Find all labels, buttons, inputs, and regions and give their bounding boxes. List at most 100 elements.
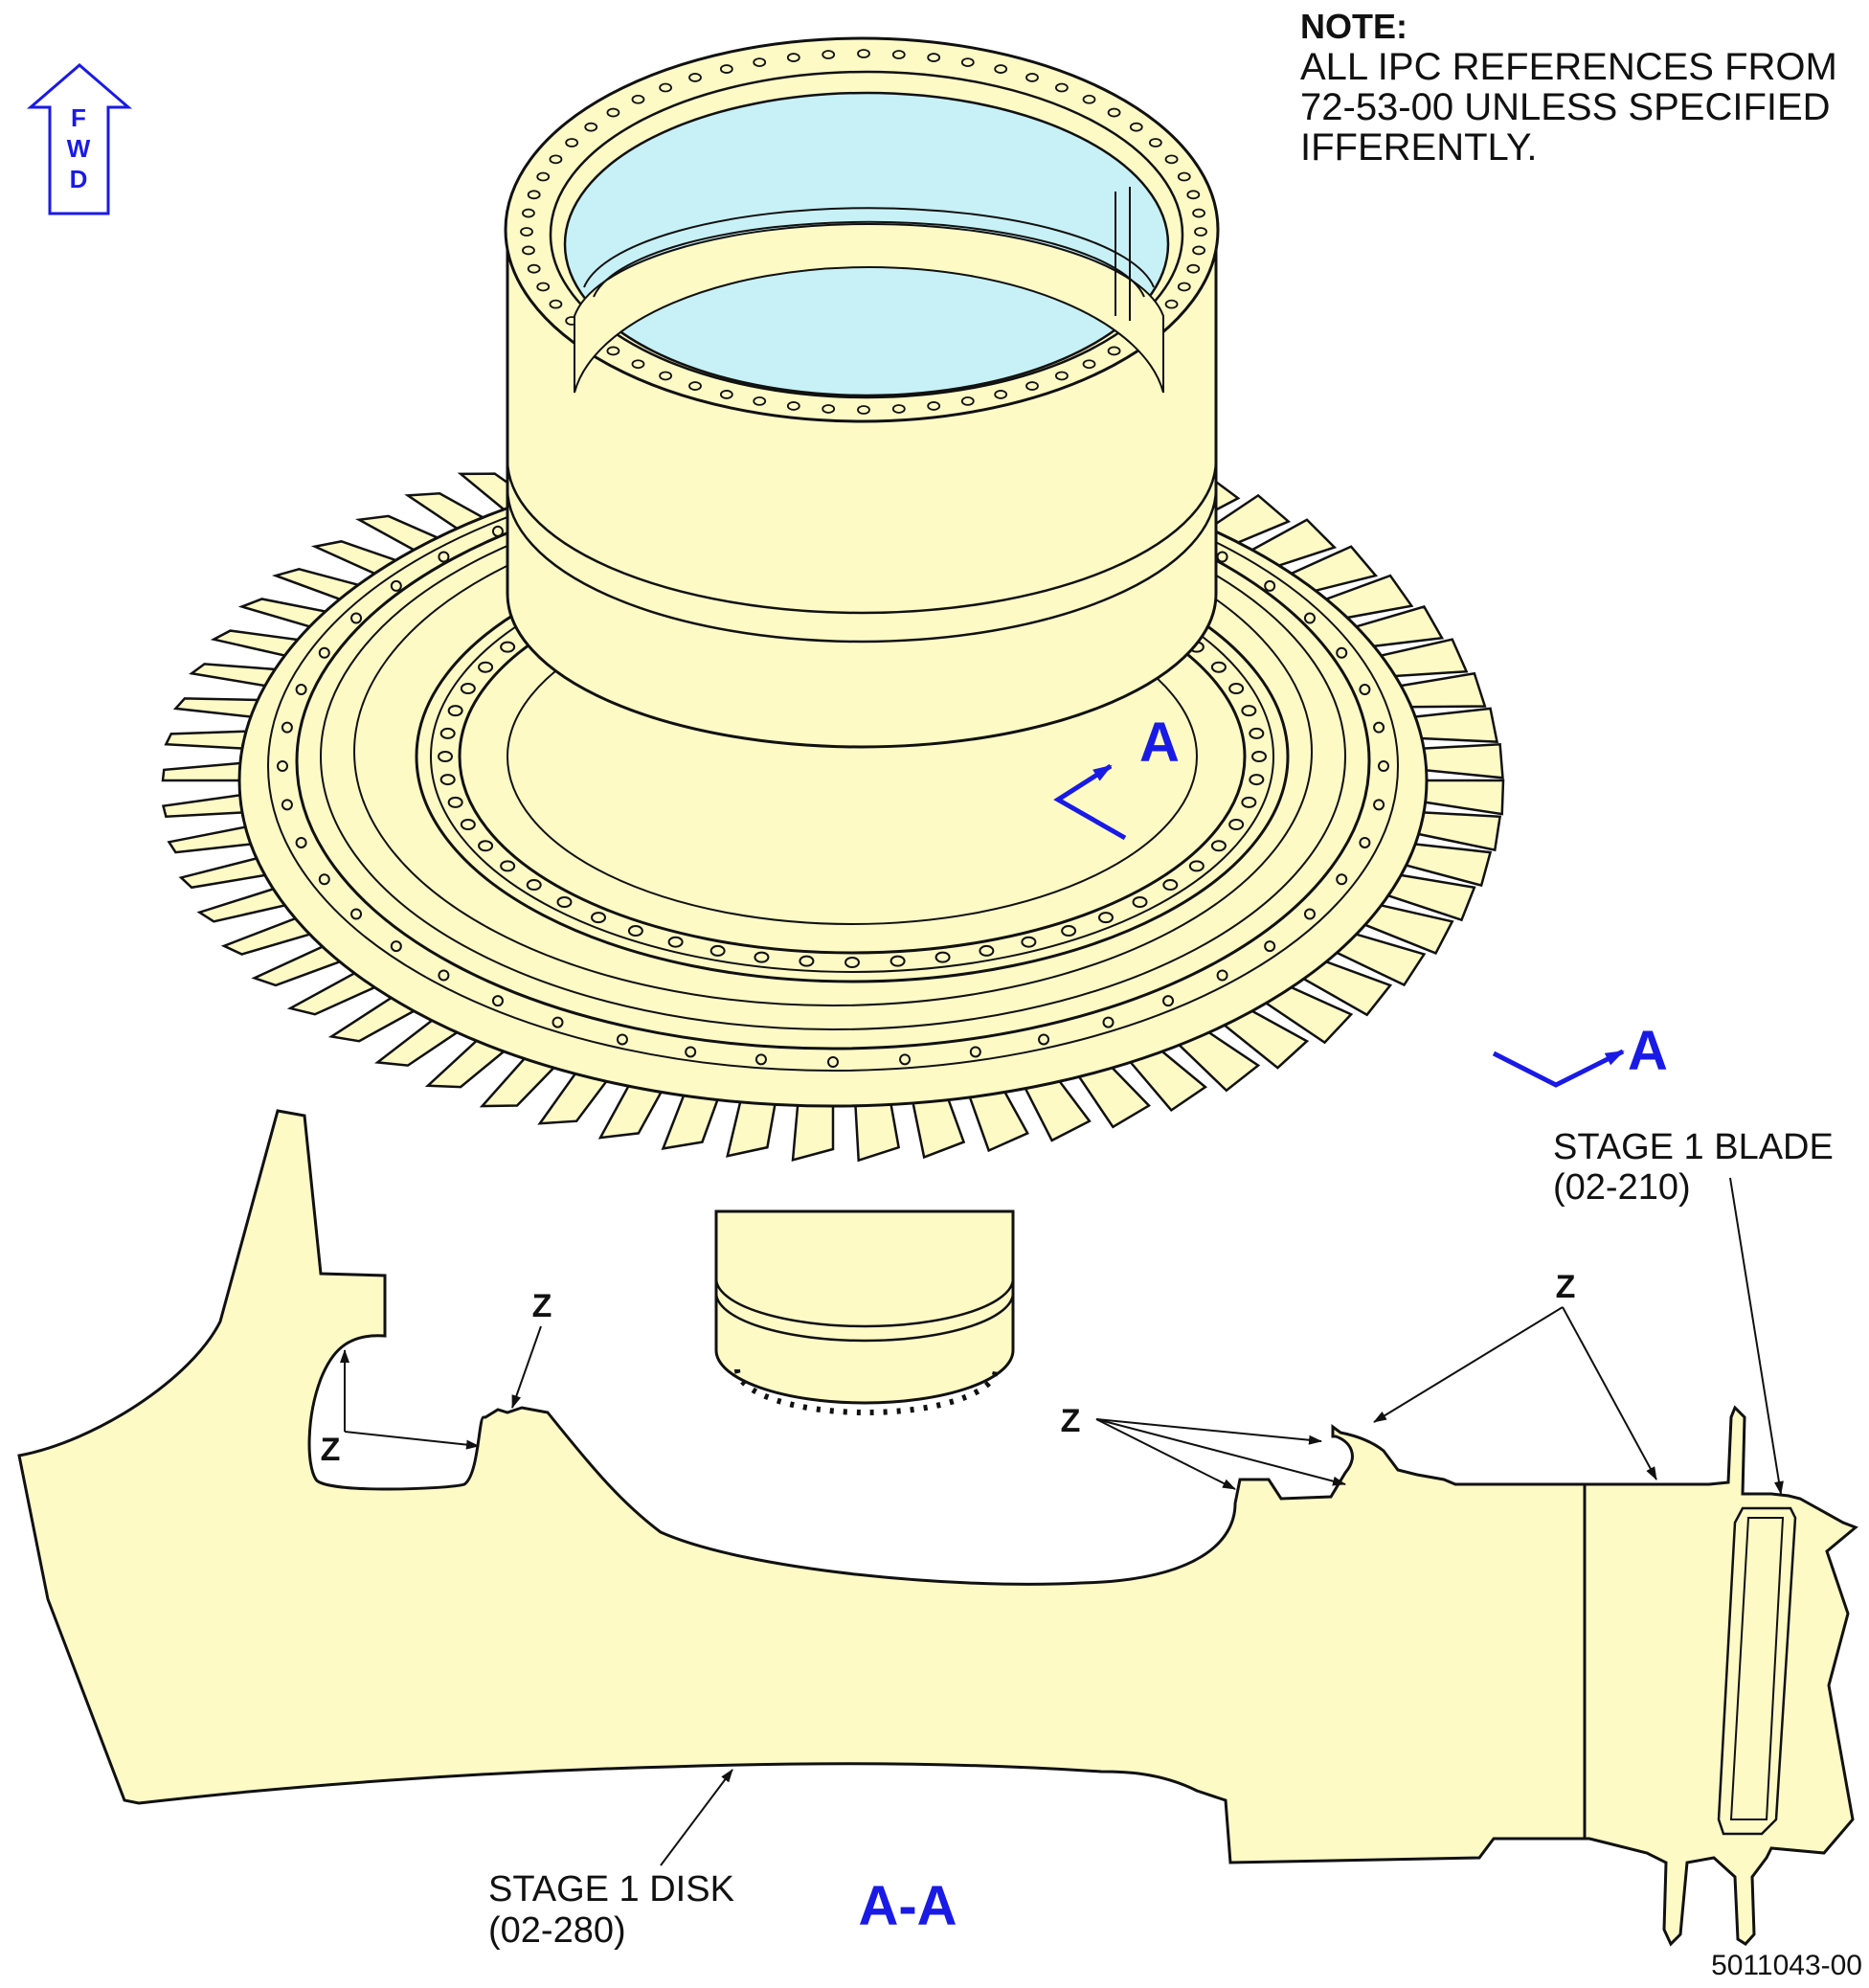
bore-inner-wall (574, 222, 1164, 394)
flange-slot (527, 263, 541, 274)
flange-slot (688, 73, 702, 82)
section-view-title: A-A (858, 1875, 957, 1937)
rim-bolt-hole (616, 1033, 628, 1046)
section-mark-lower: A (1628, 1020, 1668, 1082)
flange-slot (536, 282, 551, 292)
flange-slot (927, 401, 941, 411)
lower-shaft-band (714, 1277, 1015, 1328)
flange-slot (960, 395, 975, 406)
blade-callout-ref: (02-210) (1553, 1167, 1691, 1208)
flange-slot (522, 245, 535, 256)
hub-hole (934, 951, 951, 963)
flange-slot (857, 49, 870, 58)
rim-bolt-hole (827, 1056, 839, 1068)
hub-hole (460, 682, 476, 694)
rim-bolt-hole (1373, 799, 1385, 811)
hub-hole (979, 944, 995, 957)
flange-slot (536, 171, 551, 182)
hub-hole (500, 641, 516, 653)
flange-slot (822, 50, 836, 59)
flange-slot (1025, 73, 1039, 82)
flange-slot (1082, 359, 1096, 370)
blade-cooling-passage-inner (1729, 1517, 1785, 1820)
flange-slot (1186, 263, 1201, 274)
flange-slot (688, 381, 702, 391)
rim-bolt-hole (318, 646, 330, 659)
flange-slot (659, 82, 672, 93)
hub-hole (1097, 912, 1114, 924)
leader-lines (340, 1177, 1784, 1866)
hub-hole (667, 936, 684, 948)
rim-bolt-hole (277, 760, 288, 772)
flange-slot (606, 107, 620, 118)
flange-slot (891, 404, 906, 414)
disk-callout-name: STAGE 1 DISK (488, 1869, 734, 1909)
rim-bolt-hole (350, 908, 363, 920)
rim-bolt-hole (1264, 579, 1276, 592)
hub-hole (1210, 840, 1227, 852)
rim-bolt-hole (1038, 1033, 1050, 1046)
section-cut-lower: A (1492, 1020, 1668, 1088)
flange-slot (565, 138, 579, 147)
figure-number: 5011043-00 (1711, 1950, 1862, 1981)
flange-slot (631, 94, 645, 104)
rim-bolt-hole (754, 1053, 767, 1066)
flange-slot (1148, 138, 1162, 147)
rim-bolt-hole (491, 995, 504, 1007)
flange-slot (719, 64, 733, 74)
flange-slot (1194, 227, 1207, 237)
hub-hole (478, 661, 494, 673)
hub-hole (844, 957, 860, 968)
rim-bolt-hole (438, 551, 450, 563)
fwd-letter-f: F (71, 103, 86, 132)
stage-1-disk-profile (17, 1109, 1587, 1864)
hub-hole (1021, 936, 1037, 948)
hub-hole (627, 925, 643, 938)
flange-slot (1082, 94, 1096, 104)
z-marker-1: Z (532, 1288, 552, 1324)
rim-bolt-hole (1102, 1016, 1115, 1028)
rim-bolt-hole (390, 579, 402, 592)
z-marker-2: Z (321, 1432, 341, 1468)
hub-hole (1162, 879, 1179, 892)
flange-slot (631, 359, 645, 370)
flange-slot (527, 190, 541, 200)
rim-bolt-hole (318, 873, 330, 886)
flange-slot (1025, 381, 1039, 391)
hub-hole (500, 860, 516, 872)
flange-slots (520, 49, 1207, 415)
drum-band-line-2 (506, 487, 1218, 644)
z-marker-4: Z (1556, 1269, 1576, 1305)
bore-ledge (583, 207, 1155, 288)
hub-hole (438, 751, 453, 762)
lower-shaft (714, 1209, 1015, 1405)
rim-bolt-hole (1216, 969, 1228, 982)
note-line-3: IFFERENTLY. (1300, 126, 1537, 169)
flange-slot (822, 404, 836, 414)
hub-hole (1249, 727, 1265, 739)
flange-slot (1107, 346, 1121, 356)
fwd-letter-w: W (67, 134, 91, 163)
rim-bolt-hole (1264, 940, 1276, 953)
flange-slot (659, 371, 672, 381)
hub-hole (526, 879, 542, 892)
flange-slot (1129, 122, 1143, 132)
flange-slot (1192, 208, 1205, 218)
flange-slot (927, 53, 941, 62)
note-heading: NOTE: (1300, 7, 1407, 46)
note-line-2: 72-53-00 UNLESS SPECIFIED (1300, 86, 1831, 128)
hub-hole (447, 796, 463, 808)
flange-slot (891, 50, 906, 59)
flange-slot (1164, 154, 1179, 165)
disk-callout-ref: (02-280) (488, 1910, 626, 1951)
flange-slot (994, 390, 1008, 399)
rim-bolt-hole (1359, 684, 1371, 696)
z-marker-3: Z (1061, 1403, 1081, 1439)
rim-bolt-hole (1336, 873, 1348, 886)
rim-bolt-hole (350, 612, 363, 624)
flange-slot (719, 390, 733, 399)
flange-slot (1107, 107, 1121, 118)
hub-hole (1132, 896, 1148, 909)
stage-1-blade-section (1583, 1405, 1858, 1947)
